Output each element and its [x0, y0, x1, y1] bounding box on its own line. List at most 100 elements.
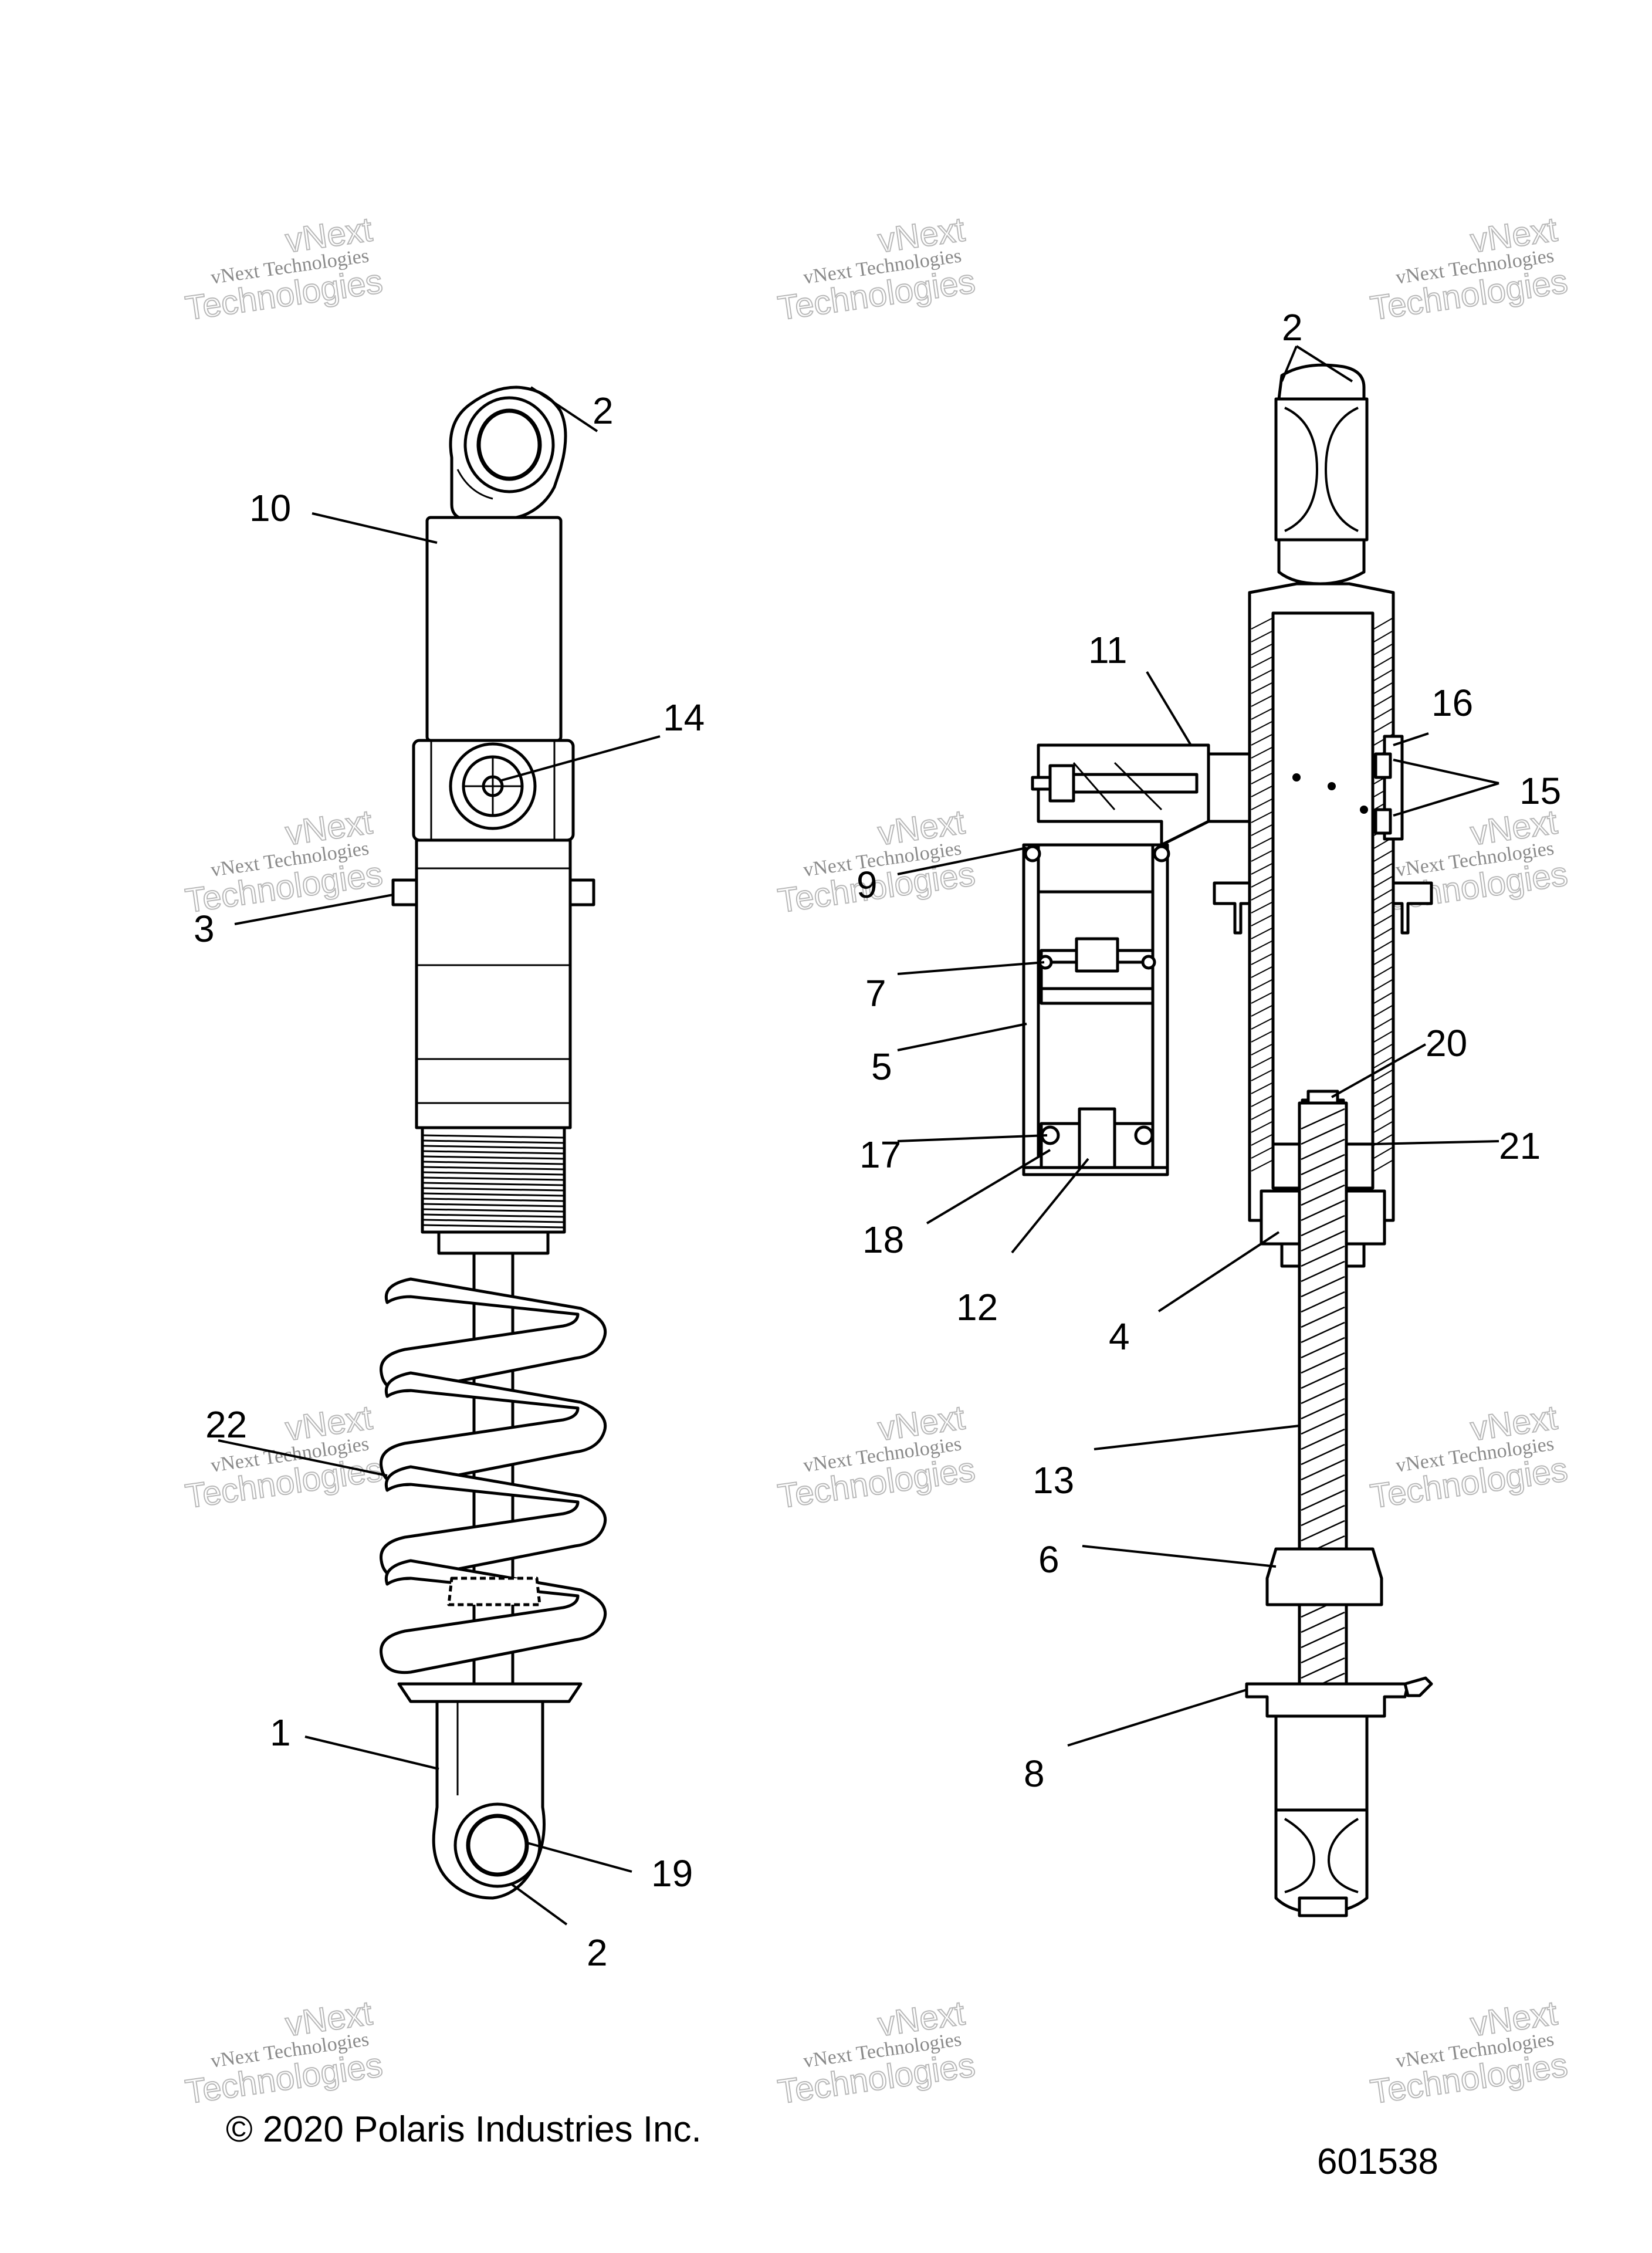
hatch-line — [1373, 979, 1393, 991]
spring-band — [447, 1577, 541, 1606]
hatch-line — [1373, 708, 1393, 720]
hatch-line — [1301, 1108, 1345, 1130]
callout-8: 8 — [1024, 1753, 1045, 1795]
hatch-line — [1373, 876, 1393, 888]
hatch-line — [1251, 863, 1272, 875]
hatch-line — [1373, 669, 1393, 681]
hatch-line — [1251, 1095, 1272, 1107]
hatch-line — [1251, 708, 1272, 720]
hatch-line — [1251, 1018, 1272, 1030]
thread-line — [423, 1203, 564, 1207]
hatch-line — [1373, 992, 1393, 1004]
hatch-line — [1301, 1352, 1345, 1374]
hatch-line — [1301, 1291, 1345, 1313]
callout-10: 10 — [249, 487, 291, 529]
cutaway-top-eye-body — [1274, 397, 1369, 542]
hatch-line — [1373, 1018, 1393, 1030]
hatch-line — [1301, 1504, 1345, 1527]
callout-6: 6 — [1038, 1538, 1059, 1581]
thread-line — [423, 1197, 564, 1202]
hatch-line — [1251, 747, 1272, 759]
hatch-line — [1301, 1489, 1345, 1511]
hatch-line — [1251, 824, 1272, 836]
hatch-line — [1373, 941, 1393, 952]
side-nub-left — [391, 878, 418, 906]
callout-2-right-top: 2 — [1282, 306, 1303, 349]
hatch-line — [1301, 1184, 1345, 1206]
hatch-line — [1373, 695, 1393, 707]
hatch-line — [1251, 669, 1272, 681]
hatch-line — [1251, 1044, 1272, 1056]
callout-15: 15 — [1519, 770, 1561, 812]
hatch-line — [1251, 850, 1272, 862]
hatch-line — [1251, 979, 1272, 991]
hatch-line — [1251, 1031, 1272, 1043]
hatch-line — [1301, 1367, 1345, 1389]
callout-20: 20 — [1426, 1022, 1467, 1064]
hatch-line — [1373, 966, 1393, 978]
callout-17: 17 — [859, 1134, 901, 1176]
hatch-line — [1373, 618, 1393, 630]
hatch-line — [1251, 1160, 1272, 1172]
cylinder-inner — [1271, 611, 1375, 1172]
thread-line — [423, 1171, 564, 1176]
hatch-line — [1251, 1070, 1272, 1081]
hatch-line — [1251, 953, 1272, 965]
thread-line — [423, 1134, 564, 1139]
hatch-line — [1251, 734, 1272, 746]
hatch-line — [1251, 657, 1272, 668]
hatch-line — [1251, 889, 1272, 901]
thread-line — [423, 1213, 564, 1218]
hatch-line — [1251, 631, 1272, 642]
callout-1: 1 — [270, 1711, 291, 1754]
hatch-line — [1301, 1260, 1345, 1283]
hatch-line — [1251, 902, 1272, 914]
hatch-line — [1251, 1121, 1272, 1133]
callout-22: 22 — [205, 1403, 247, 1446]
hatch-line — [1301, 1428, 1345, 1450]
spring-coil — [380, 1559, 607, 1674]
hatch-line — [1301, 1337, 1345, 1359]
hatch-line — [1301, 1276, 1345, 1298]
hatch-line — [1301, 1199, 1345, 1222]
hatch-line — [1251, 760, 1272, 772]
top-eye-bore — [476, 408, 542, 481]
hatch-line — [1301, 1443, 1345, 1466]
callout-18: 18 — [862, 1219, 904, 1261]
hatch-line — [1301, 1138, 1345, 1161]
thread-line — [423, 1224, 564, 1229]
gland-nut — [437, 1230, 550, 1255]
hatch-line — [1373, 644, 1393, 655]
thread-lines — [423, 1134, 564, 1229]
hatch-line — [1373, 1095, 1393, 1107]
hatch-line — [1251, 721, 1272, 733]
hatch-line — [1373, 1147, 1393, 1159]
hatch-line — [1373, 682, 1393, 694]
diagram-number: 601538 — [1317, 2142, 1438, 2182]
thread-line — [423, 1208, 564, 1213]
hatch-line — [1301, 1169, 1345, 1191]
hatch-line — [1373, 889, 1393, 901]
thread-line — [423, 1182, 564, 1186]
callout-21: 21 — [1499, 1125, 1541, 1167]
hatch-line — [1373, 915, 1393, 926]
cutaway-bottom-eye — [1274, 1714, 1369, 1812]
hatch-line — [1373, 1005, 1393, 1017]
hatch-line — [1251, 786, 1272, 797]
hatch-line — [1251, 682, 1272, 694]
hatch-line — [1373, 631, 1393, 642]
side-nub-right — [568, 878, 595, 906]
callout-4: 4 — [1109, 1315, 1130, 1358]
hatch-line — [1301, 1474, 1345, 1496]
hatch-line — [1373, 1160, 1393, 1172]
thread-line — [423, 1176, 564, 1181]
right-shock-cutaway — [1022, 363, 1433, 1917]
callout-16: 16 — [1431, 682, 1473, 724]
hatch-line — [1373, 1108, 1393, 1120]
hatch-line — [1301, 1153, 1345, 1176]
hatch-line — [1251, 1005, 1272, 1017]
hatch-line — [1251, 695, 1272, 707]
